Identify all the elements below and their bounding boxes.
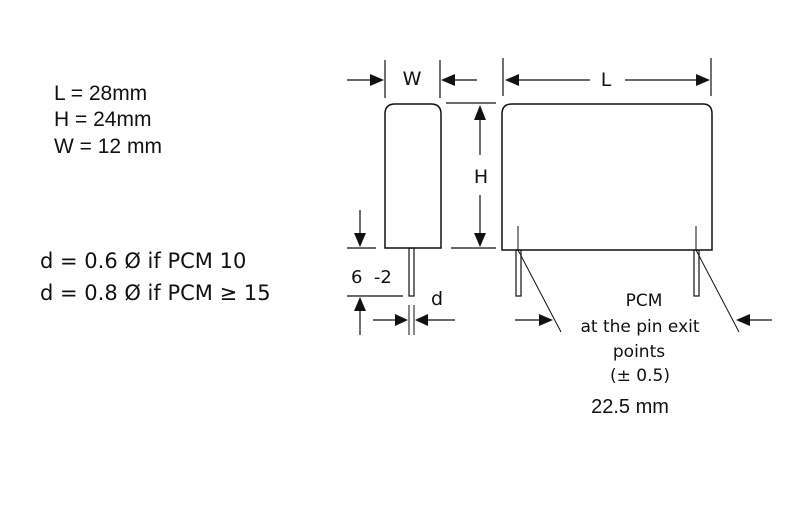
width-arrow-right-head xyxy=(441,74,455,86)
dimension-l-value: L = 28mm xyxy=(54,82,147,105)
pin-length-label: 6 -2 xyxy=(351,267,392,288)
side-view: W 6 -2 d xyxy=(347,60,477,335)
pin-length-arrow-top-head xyxy=(354,233,366,247)
front-view: L PCM at the pin exit points (± 0.5) 22.… xyxy=(501,58,772,418)
pcm-title: PCM xyxy=(626,291,663,311)
pin-diameter-arrow-right-head xyxy=(415,314,428,326)
pin-diameter-arrow-left-head xyxy=(395,314,408,326)
front-body-outline xyxy=(501,103,713,251)
height-arrow-bottom-head xyxy=(474,233,486,247)
width-label: W xyxy=(403,68,422,90)
length-arrow-right-head xyxy=(696,74,710,86)
dimension-w-value: W = 12 mm xyxy=(54,135,162,158)
side-pin xyxy=(408,247,415,297)
front-pin-right xyxy=(693,249,700,297)
width-arrow-left-head xyxy=(370,74,384,86)
length-label: L xyxy=(601,69,612,91)
pcm-leader-left xyxy=(517,249,562,333)
pin-diameter-label: d xyxy=(431,288,443,310)
height-dimension: H xyxy=(446,102,496,249)
dimension-h-value: H = 24mm xyxy=(54,108,151,131)
pcm-note-line1: at the pin exit xyxy=(580,317,699,337)
side-body-outline xyxy=(384,103,442,249)
length-arrow-left-head xyxy=(505,74,519,86)
pcm-value: 22.5 mm xyxy=(591,396,669,418)
pcm-note-line2: points xyxy=(613,342,665,362)
pin-diameter-note-2: d = 0.8 Ø if PCM ≥ 15 xyxy=(40,281,271,305)
front-pin-left xyxy=(515,249,522,297)
pcm-arrow-right-head xyxy=(736,314,750,326)
height-label: H xyxy=(474,166,488,188)
pin-length-arrow-bottom-head xyxy=(354,297,366,311)
height-arrow-top-head xyxy=(474,105,486,120)
pin-diameter-note-1: d = 0.6 Ø if PCM 10 xyxy=(40,249,246,273)
pcm-arrow-left-head xyxy=(539,314,553,326)
pcm-tolerance: (± 0.5) xyxy=(610,366,670,386)
pcm-leader-right xyxy=(695,249,740,333)
